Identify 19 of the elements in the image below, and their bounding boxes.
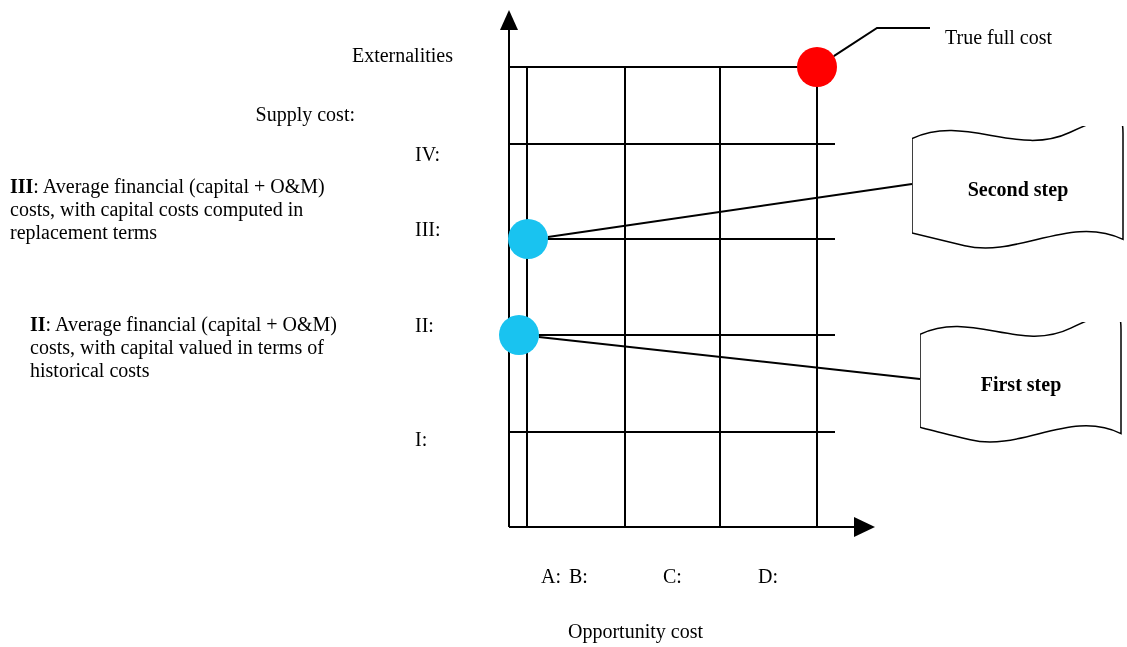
step-label: First step (980, 372, 1062, 396)
axis-label: B: (569, 565, 588, 588)
axis-label: Externalities (350, 44, 453, 67)
axis-label: IV: (415, 143, 441, 166)
axis-label: C: (663, 565, 682, 588)
axis-label: III: (415, 218, 441, 241)
axis-label: III: Average financial (capital + O&M) costs, with capital costs computed in replacement terms (10, 175, 326, 244)
axis-label: I: (415, 428, 428, 451)
leader-line (832, 27, 931, 58)
connector-line (537, 335, 921, 380)
axis-label: II: Average financial (capital + O&M) costs, with capital valued in terms of historical costs (30, 313, 338, 382)
axis-label: Supply cost: (254, 103, 355, 126)
axis-label: D: (758, 565, 778, 588)
callout-label: True full cost (945, 25, 1053, 49)
connector-line (546, 183, 913, 238)
axis-label: II: (415, 314, 434, 337)
axis-label: A: (541, 565, 561, 588)
step-label: Second step (967, 177, 1069, 201)
axis-label: Opportunity cost (568, 620, 703, 643)
